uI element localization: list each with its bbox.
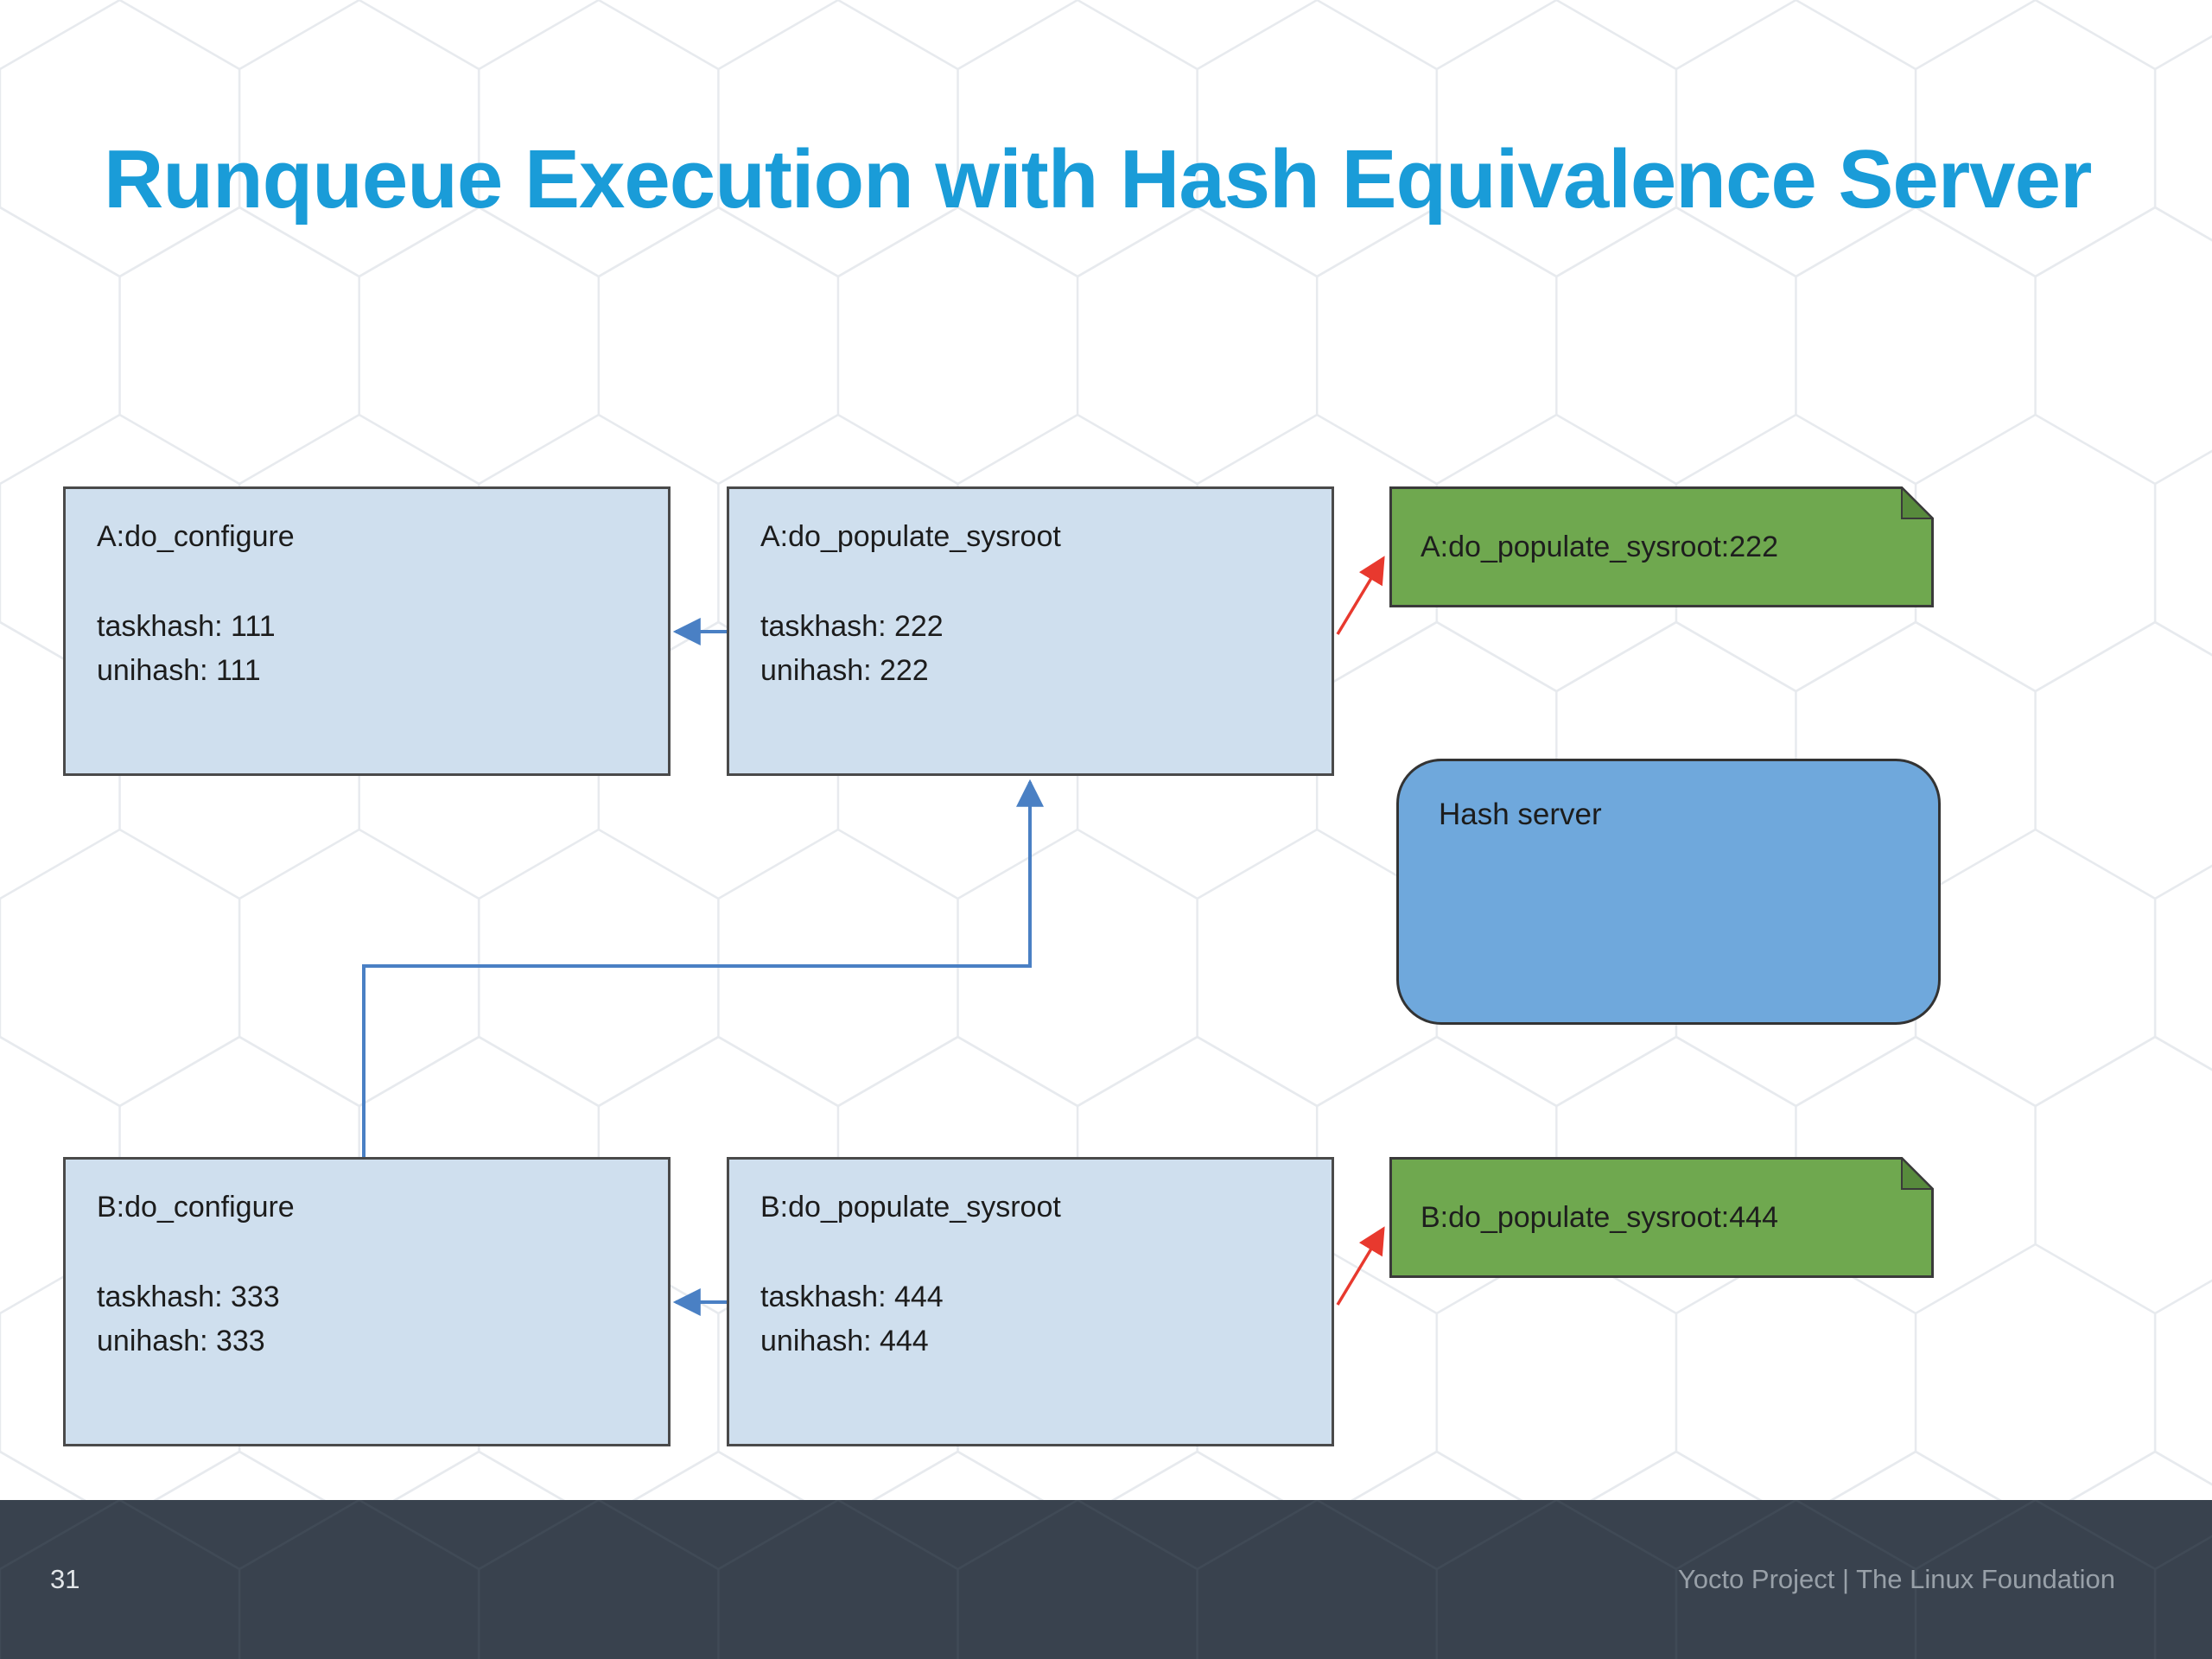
footer-hexagon-pattern (0, 1500, 2212, 1659)
notched-box-shape (1389, 1157, 1934, 1278)
page-number: 31 (50, 1564, 80, 1594)
sstate-object-a: A:do_populate_sysroot:222 (1389, 486, 1934, 607)
task-box-title: B:do_populate_sysroot (760, 1191, 1061, 1224)
unihash-value: unihash: 111 (97, 654, 261, 687)
task-box-title: B:do_configure (97, 1191, 295, 1224)
taskhash-value: taskhash: 444 (760, 1281, 944, 1313)
slide-title: Runqueue Execution with Hash Equivalence… (104, 133, 2092, 226)
hash-server-box: Hash server (1396, 759, 1941, 1025)
task-box-title: A:do_configure (97, 520, 295, 553)
sstate-object-b: B:do_populate_sysroot:444 (1389, 1157, 1934, 1278)
taskhash-value: taskhash: 111 (97, 610, 276, 643)
task-box-a-do-configure: A:do_configure taskhash: 111 unihash: 11… (63, 486, 671, 776)
sstate-object-label: A:do_populate_sysroot:222 (1421, 530, 1778, 563)
taskhash-value: taskhash: 222 (760, 610, 944, 643)
task-box-title: A:do_populate_sysroot (760, 520, 1061, 553)
unihash-value: unihash: 333 (97, 1325, 265, 1357)
footer-bar: 31 Yocto Project | The Linux Foundation (0, 1500, 2212, 1659)
footer-brand-text: Yocto Project | The Linux Foundation (1677, 1564, 2115, 1594)
task-box-b-do-configure: B:do_configure taskhash: 333 unihash: 33… (63, 1157, 671, 1446)
notched-box-shape (1389, 486, 1934, 607)
sstate-object-label: B:do_populate_sysroot:444 (1421, 1200, 1778, 1234)
unihash-value: unihash: 444 (760, 1325, 929, 1357)
task-box-b-do-populate-sysroot: B:do_populate_sysroot taskhash: 444 unih… (727, 1157, 1334, 1446)
task-box-a-do-populate-sysroot: A:do_populate_sysroot taskhash: 222 unih… (727, 486, 1334, 776)
unihash-value: unihash: 222 (760, 654, 929, 687)
hash-server-label: Hash server (1439, 798, 1602, 831)
taskhash-value: taskhash: 333 (97, 1281, 280, 1313)
